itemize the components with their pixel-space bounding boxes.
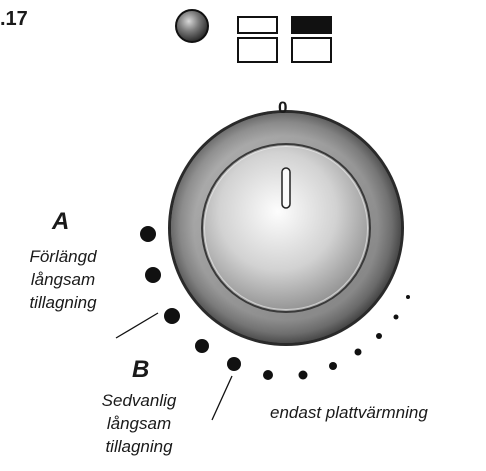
zone-b-line3: tillagning — [105, 437, 173, 456]
setting-dot — [145, 267, 161, 283]
warming-label: endast plattvärmning — [270, 403, 428, 422]
setting-dot — [406, 295, 410, 299]
zone-a-line3: tillagning — [29, 293, 97, 312]
setting-dot — [298, 370, 308, 380]
setting-dot — [354, 348, 362, 356]
indicator-light-icon — [175, 9, 209, 43]
hob-zones-icon — [237, 16, 332, 63]
setting-dot — [140, 226, 156, 242]
setting-dot — [376, 333, 382, 339]
zone-a-letter: A — [52, 208, 70, 235]
zone-b-line2: långsam — [106, 414, 172, 433]
control-knob[interactable] — [168, 110, 404, 346]
setting-dot — [164, 308, 180, 324]
zone-b-letter: B — [132, 356, 150, 383]
setting-dots-large — [140, 226, 241, 371]
setting-dots-small — [263, 295, 410, 380]
leader-line-b — [211, 375, 233, 421]
zone-a-line2: långsam — [30, 270, 96, 289]
zone-a-description: Förlängd långsam tillagning — [8, 245, 118, 314]
setting-dot — [263, 370, 273, 380]
figure-number: .17 — [0, 8, 28, 30]
zone-b-line1: Sedvanlig — [101, 391, 177, 410]
zone-b-description: Sedvanlig långsam tillagning — [84, 389, 194, 458]
zone-a-line1: Förlängd — [29, 247, 97, 266]
setting-dot — [393, 314, 399, 320]
setting-dot — [227, 357, 241, 371]
knob-pointer — [281, 167, 291, 209]
off-position-label: 0 — [278, 98, 288, 117]
setting-dot — [329, 362, 337, 370]
setting-dot — [195, 339, 209, 353]
leader-line-a — [115, 312, 159, 339]
